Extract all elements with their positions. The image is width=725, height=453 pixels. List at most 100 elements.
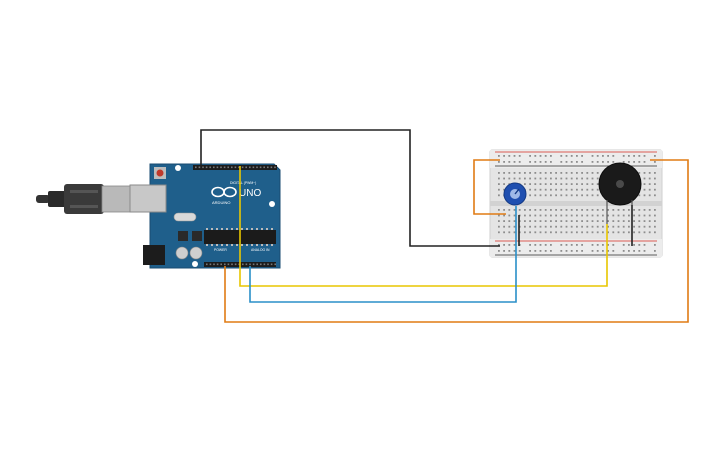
breadboard-hole xyxy=(622,244,625,246)
breadboard-holes[interactable] xyxy=(498,155,656,252)
breadboard-hole xyxy=(602,225,604,228)
breadboard-hole xyxy=(555,183,557,185)
breadboard-hole xyxy=(544,161,547,163)
breadboard-hole xyxy=(513,177,516,180)
breadboard-hole xyxy=(648,220,651,222)
breadboard-hole xyxy=(586,183,589,185)
breadboard-hole xyxy=(565,225,568,228)
breadboard-hole xyxy=(518,161,521,163)
breadboard-hole xyxy=(622,250,625,252)
breadboard-hole xyxy=(617,209,620,211)
breadboard-hole xyxy=(508,220,511,222)
dc-jack-icon xyxy=(143,245,165,265)
breadboard-hole xyxy=(498,225,500,228)
header-pin xyxy=(270,263,273,266)
breadboard-hole xyxy=(529,183,531,185)
breadboard-hole xyxy=(581,161,583,163)
breadboard-hole xyxy=(628,225,630,228)
breadboard-hole xyxy=(581,177,583,180)
breadboard-hole xyxy=(576,220,578,222)
breadboard-hole xyxy=(648,214,651,217)
breadboard-hole xyxy=(596,220,599,222)
header-pin xyxy=(234,166,237,169)
breadboard-hole xyxy=(612,244,615,246)
breadboard-hole xyxy=(596,194,599,197)
breadboard-hole xyxy=(570,209,573,211)
breadboard-hole xyxy=(539,244,542,246)
breadboard-hole xyxy=(643,194,646,197)
header-pin xyxy=(245,263,248,266)
buzzer-icon[interactable] xyxy=(598,162,642,224)
breadboard-hole xyxy=(581,172,583,174)
breadboard-hole xyxy=(586,194,589,197)
breadboard-hole xyxy=(539,231,542,234)
breadboard-hole xyxy=(638,225,641,228)
breadboard-hole xyxy=(628,214,630,217)
header-pin xyxy=(260,263,262,266)
yellow-wire[interactable] xyxy=(239,166,608,287)
breadboard-hole xyxy=(498,177,500,180)
breadboard-hole xyxy=(643,225,646,228)
breadboard-hole xyxy=(581,188,583,191)
breadboard-hole xyxy=(513,172,516,174)
breadboard-hole xyxy=(643,188,646,191)
breadboard-hole xyxy=(560,250,563,252)
header-pin xyxy=(216,166,219,169)
breadboard-hole xyxy=(498,214,500,217)
breadboard-hole xyxy=(633,161,635,163)
breadboard-hole xyxy=(648,225,651,228)
orange-wire[interactable] xyxy=(224,159,689,323)
header-pin xyxy=(216,263,219,266)
breadboard-hole xyxy=(602,231,604,234)
breadboard-hole xyxy=(596,244,599,246)
arduino-uno-board[interactable]: UNO ARDUINO DIGITAL (PWM~) POWER ANALOG … xyxy=(36,163,281,269)
breadboard-hole xyxy=(498,231,500,234)
potentiometer-icon[interactable] xyxy=(503,182,527,206)
mounting-hole xyxy=(175,165,181,171)
usb-plug-icon[interactable] xyxy=(36,184,133,214)
chip-pin xyxy=(211,228,213,230)
breadboard-hole xyxy=(602,250,604,252)
breadboard-hole xyxy=(555,194,557,197)
breadboard-hole xyxy=(529,188,531,191)
small-chip xyxy=(178,231,188,241)
blue-wire[interactable] xyxy=(249,206,517,303)
orange-wire-pot[interactable] xyxy=(473,159,506,215)
breadboard-hole xyxy=(643,209,646,211)
breadboard-hole xyxy=(617,220,620,222)
breadboard-hole xyxy=(617,231,620,234)
breadboard-hole xyxy=(513,155,516,157)
chip-pin xyxy=(241,244,243,246)
breadboard-hole xyxy=(503,250,505,252)
breadboard-hole xyxy=(555,188,557,191)
breadboard-hole xyxy=(654,194,656,197)
breadboard-hole xyxy=(534,172,537,174)
breadboard-hole xyxy=(596,231,599,234)
breadboard-hole xyxy=(643,172,646,174)
breadboard-hole xyxy=(560,161,563,163)
breadboard-hole xyxy=(534,209,537,211)
breadboard-hole xyxy=(622,225,625,228)
chip-pin xyxy=(266,244,268,246)
breadboard-hole xyxy=(560,244,563,246)
breadboard-hole xyxy=(529,155,531,157)
breadboard-hole xyxy=(513,209,516,211)
breadboard-hole xyxy=(498,155,500,157)
black-wire[interactable] xyxy=(200,129,500,247)
breadboard-hole xyxy=(607,220,609,222)
breadboard-hole xyxy=(503,183,505,185)
breadboard-hole xyxy=(576,250,578,252)
breadboard-hole xyxy=(513,244,516,246)
breadboard-hole xyxy=(529,231,531,234)
breadboard-hole xyxy=(570,220,573,222)
header-pin xyxy=(231,166,233,169)
breadboard-hole xyxy=(560,177,563,180)
header-pin xyxy=(249,166,251,169)
chip-pin xyxy=(241,228,243,230)
breadboard-hole xyxy=(550,177,552,180)
breadboard-hole xyxy=(539,214,542,217)
breadboard-hole xyxy=(612,209,615,211)
breadboard-hole xyxy=(524,231,526,234)
breadboard-hole xyxy=(586,225,589,228)
